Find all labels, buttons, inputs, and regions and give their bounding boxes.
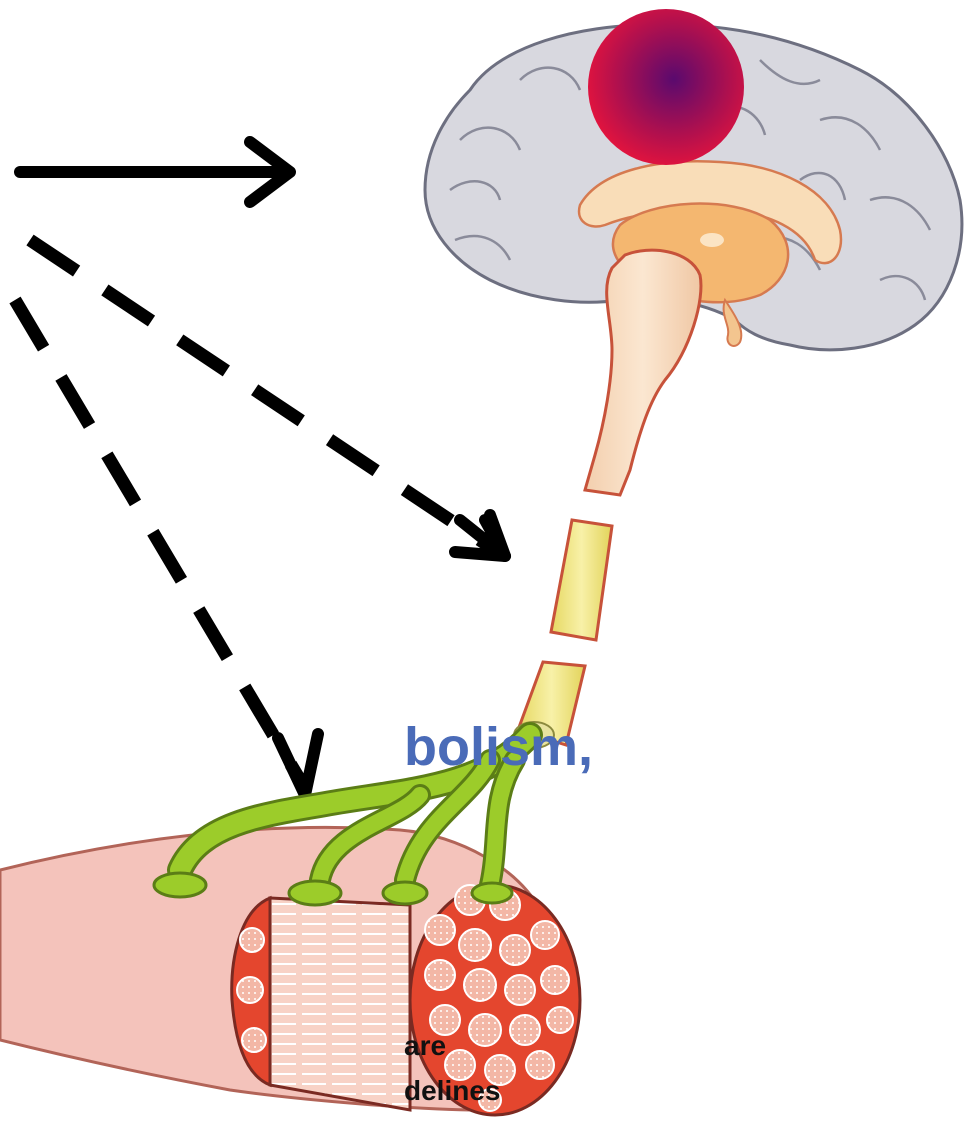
- dashed-arrow-to-muscle: [15, 300, 318, 795]
- metabolism-label: bolism,: [404, 716, 593, 778]
- caption-line-2: delines: [404, 1075, 500, 1107]
- dashed-arrow-to-spinal-cord: [30, 240, 505, 556]
- spinal-cord-segment: [551, 520, 612, 640]
- solid-arrow: [20, 142, 290, 202]
- caption-line-1: are: [404, 1030, 446, 1062]
- lesion: [588, 9, 744, 165]
